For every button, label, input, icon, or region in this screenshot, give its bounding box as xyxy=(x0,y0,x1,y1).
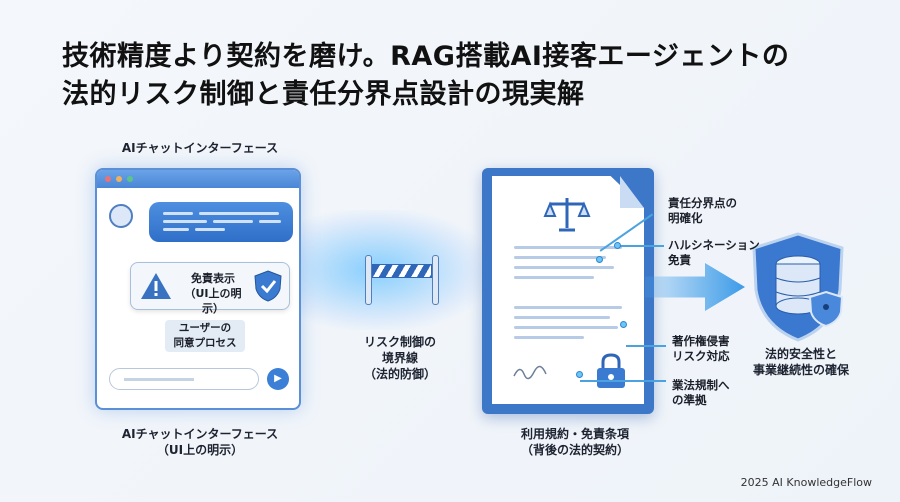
footer-credit: 2025 AI KnowledgeFlow xyxy=(740,476,872,489)
shield-database-icon xyxy=(752,232,844,342)
send-button[interactable]: ▶ xyxy=(267,368,289,390)
point-hallucination: ハルシネーション免責 xyxy=(668,238,760,267)
signature-icon xyxy=(513,365,547,380)
warning-icon xyxy=(141,273,171,299)
connector xyxy=(580,380,666,382)
robot-avatar-icon xyxy=(109,204,133,228)
shield-check-icon xyxy=(254,270,282,302)
barrier-gate-icon xyxy=(365,255,447,305)
chat-bubble xyxy=(149,202,293,242)
minimize-dot xyxy=(116,176,122,182)
connector-node xyxy=(576,371,583,378)
chat-bottom-label: AIチャットインターフェース （UI上の明示） xyxy=(121,427,279,457)
connector-node xyxy=(620,321,627,328)
document-page xyxy=(492,176,644,404)
scales-icon xyxy=(543,198,591,232)
arrow-right-icon xyxy=(645,263,745,311)
connector xyxy=(620,245,664,247)
page-title: 技術精度より契約を磨け。RAG搭載AI接客エージェントの 法的リスク制御と責任分… xyxy=(62,41,790,110)
window-titlebar xyxy=(97,170,299,188)
point-copyright: 著作権侵害リスク対応 xyxy=(672,334,730,363)
point-regulation: 業法規制への準拠 xyxy=(672,378,730,407)
chat-top-label: AIチャットインターフェース xyxy=(121,141,279,155)
connector-node xyxy=(596,256,603,263)
point-responsibility: 責任分界点の明確化 xyxy=(668,196,737,225)
connector-node xyxy=(614,242,621,249)
connector xyxy=(626,345,666,347)
padlock-icon xyxy=(597,353,625,388)
maximize-dot xyxy=(127,176,133,182)
chat-input[interactable] xyxy=(109,368,259,390)
consent-process: ユーザーの 同意プロセス xyxy=(165,320,245,352)
chat-window: 免責表示 （UI上の明示） ユーザーの 同意プロセス ▶ xyxy=(95,168,301,410)
barrier-label: リスク制御の 境界線 （法的防御） xyxy=(363,335,436,381)
outcome-label: 法的安全性と 事業継続性の確保 xyxy=(752,347,849,377)
close-dot xyxy=(105,176,111,182)
document-label: 利用規約・免責条項 （背後の法的契約） xyxy=(520,427,629,457)
disclaimer-box: 免責表示 （UI上の明示） xyxy=(130,262,290,315)
